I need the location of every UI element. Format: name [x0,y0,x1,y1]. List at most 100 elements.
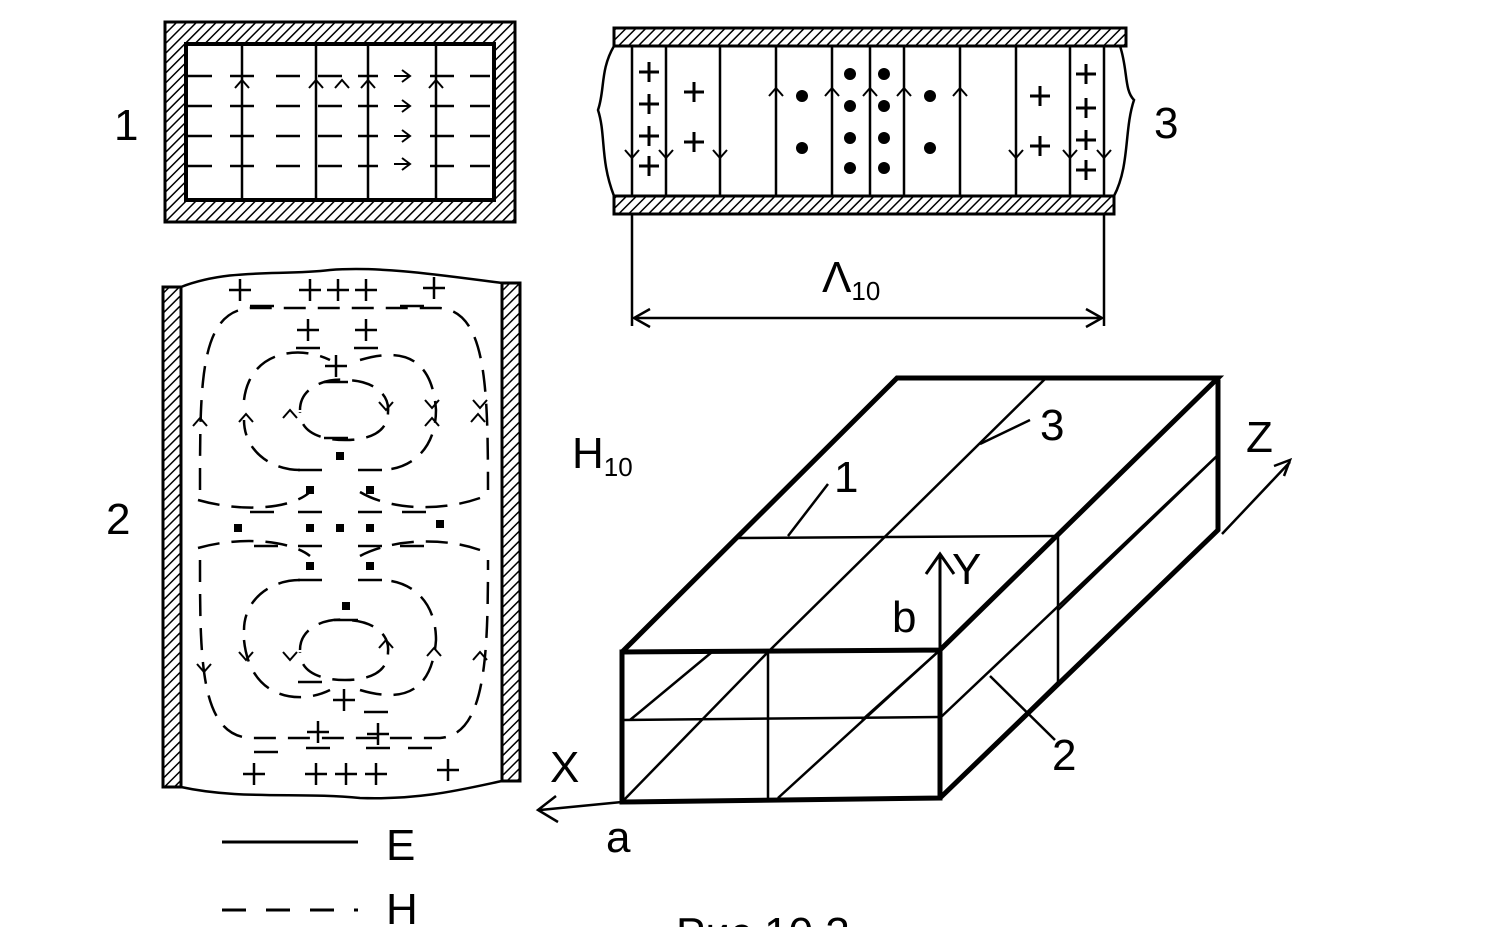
arrow-down-icon [378,401,394,412]
y-axis-arrow [924,551,956,650]
view3-dots [796,68,936,174]
field-dot [306,524,314,532]
arrow-right-icon [401,157,412,171]
axis-y-label: Y [952,545,981,594]
view2-right-wall [500,281,522,783]
arrow-down-icon [424,399,440,410]
view2-dots [234,452,444,610]
view3-top-wall [612,26,1128,48]
legend-h-label: H [386,885,418,927]
h-field-loop [198,559,490,740]
arrow-up-icon [862,86,878,97]
view1-arrows [234,69,444,171]
box-callout-2: 2 [1052,731,1076,780]
arrow-up-icon [238,412,254,423]
arrow-right-icon [401,99,412,113]
box-callout-3: 3 [1040,401,1064,450]
box-callout-1: 1 [834,453,858,502]
arrow-up-icon [472,650,488,661]
arrow-down-icon [1008,149,1024,160]
arrow-down-icon [238,651,254,662]
arrow-up-icon [470,412,486,423]
field-dot [336,452,344,460]
z-axis-arrow [1221,457,1293,535]
arrow-up-icon [426,646,442,657]
field-dot [306,562,314,570]
figure-caption: Рис.10.3 [676,909,850,927]
box-section-lines [621,377,1219,803]
arrow-up-icon [282,408,298,419]
view1-wall [163,20,517,224]
field-dot [878,100,890,112]
view2-left-wall [161,285,183,789]
arrow-up-icon [308,78,324,89]
h-field-loop [197,490,481,509]
h-field-loop [242,351,438,472]
arrow-up-icon [192,416,208,427]
mode-label: H10 [572,429,633,482]
field-dot [336,524,344,532]
view2-bottom-break [180,779,503,800]
h-field-loop [298,618,390,682]
view1-e-lines [240,46,438,198]
box-outline [619,375,1225,805]
field-dot [878,68,890,80]
field-dot [844,100,856,112]
arrow-up-icon [824,86,840,97]
view3-plus-signs [639,62,1096,180]
axis-z-label: Z [1246,413,1273,462]
field-dot [844,68,856,80]
axis-x-label: X [550,743,579,792]
arrow-up-icon [768,86,784,97]
wavelength-label: Λ10 [822,253,880,306]
arrow-down-icon [472,399,488,410]
arrow-down-icon [282,651,298,662]
field-dot [878,132,890,144]
field-dot [878,162,890,174]
arrow-down-icon [1062,149,1078,160]
arrow-down-icon [712,149,728,160]
view3-longitudinal-view [596,26,1136,216]
view3-right-break [1112,45,1136,197]
arrow-up-icon [334,78,350,89]
view3-arrows [624,86,1112,160]
h-field-loop [298,378,390,442]
arrow-up-icon [234,78,250,89]
field-dot [796,142,808,154]
field-dot [366,562,374,570]
h-field-loop [197,539,481,558]
arrow-up-icon [952,86,968,97]
arrow-up-icon [424,416,440,427]
view3-bottom-wall [612,194,1116,216]
arrow-down-icon [196,663,212,674]
h-field-loop [198,306,490,491]
arrow-right-icon [401,69,412,83]
field-dot [366,524,374,532]
legend-e-label: E [386,821,415,870]
arrow-up-icon [896,86,912,97]
view3-e-lines [630,46,1106,196]
view1-h-dashes [188,74,490,168]
view2-charge-signs [229,277,459,785]
arrow-up-icon [428,78,444,89]
dim-a-label: a [606,813,631,862]
box-leader-lines [787,418,1056,741]
field-dot [234,524,242,532]
arrow-right-icon [401,129,412,143]
field-dot [924,142,936,154]
view3-left-break [596,45,616,197]
view2-arrows [192,399,488,674]
arrow-down-icon [624,149,640,160]
arrow-up-icon [378,638,394,649]
field-dot [844,162,856,174]
waveguide-box [535,375,1293,824]
arrow-down-icon [658,149,674,160]
arrow-down-icon [1096,149,1112,160]
view2-h-loops [197,306,490,740]
legend [222,840,358,912]
view2-label: 2 [106,495,130,544]
field-dot [436,520,444,528]
field-dot [366,486,374,494]
field-dot [342,602,350,610]
